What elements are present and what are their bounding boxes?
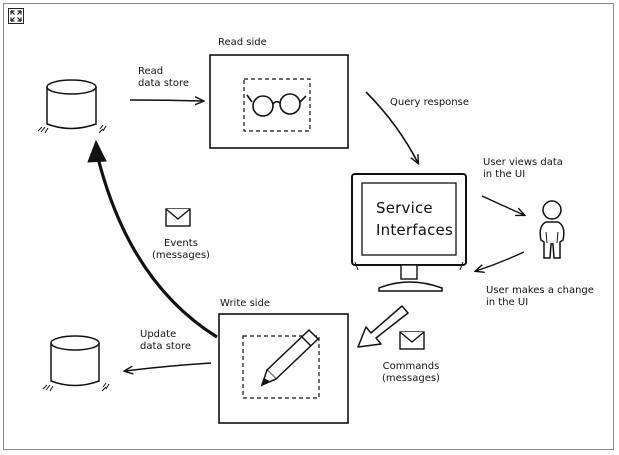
arrow-read-store-to-read-side — [129, 100, 203, 101]
query-response-label: Query response — [390, 97, 469, 108]
write-side-label: Write side — [220, 298, 271, 309]
arrow-user-makes-change — [476, 251, 525, 271]
events-label: Events (messages) — [152, 238, 210, 261]
read-data-store-label: Read data store — [138, 66, 189, 89]
person-icon — [539, 200, 565, 259]
diagram-frame — [3, 3, 614, 450]
user-views-data-label: User views data in the UI — [483, 157, 563, 180]
envelope-icon-events — [165, 208, 191, 227]
glasses-icon — [246, 93, 307, 117]
expand-icon[interactable] — [8, 8, 24, 24]
arrow-events — [87, 139, 218, 339]
arrow-query-response — [365, 91, 418, 163]
arrow-user-views-data — [481, 195, 524, 215]
update-data-store-label: Update data store — [140, 329, 191, 352]
arrow-update-data-store — [125, 362, 212, 371]
arrow-commands — [357, 305, 409, 348]
pencil-icon — [260, 328, 320, 387]
read-side-label: Read side — [218, 37, 267, 48]
read-database-icon — [37, 79, 107, 134]
commands-label: Commands (messages) — [382, 361, 440, 384]
service-interfaces-label: Service Interfaces — [376, 199, 453, 239]
user-makes-change-label: User makes a change in the UI — [486, 285, 594, 308]
envelope-icon-commands — [399, 331, 425, 350]
write-database-icon — [42, 335, 110, 392]
monitor-icon — [351, 173, 467, 292]
